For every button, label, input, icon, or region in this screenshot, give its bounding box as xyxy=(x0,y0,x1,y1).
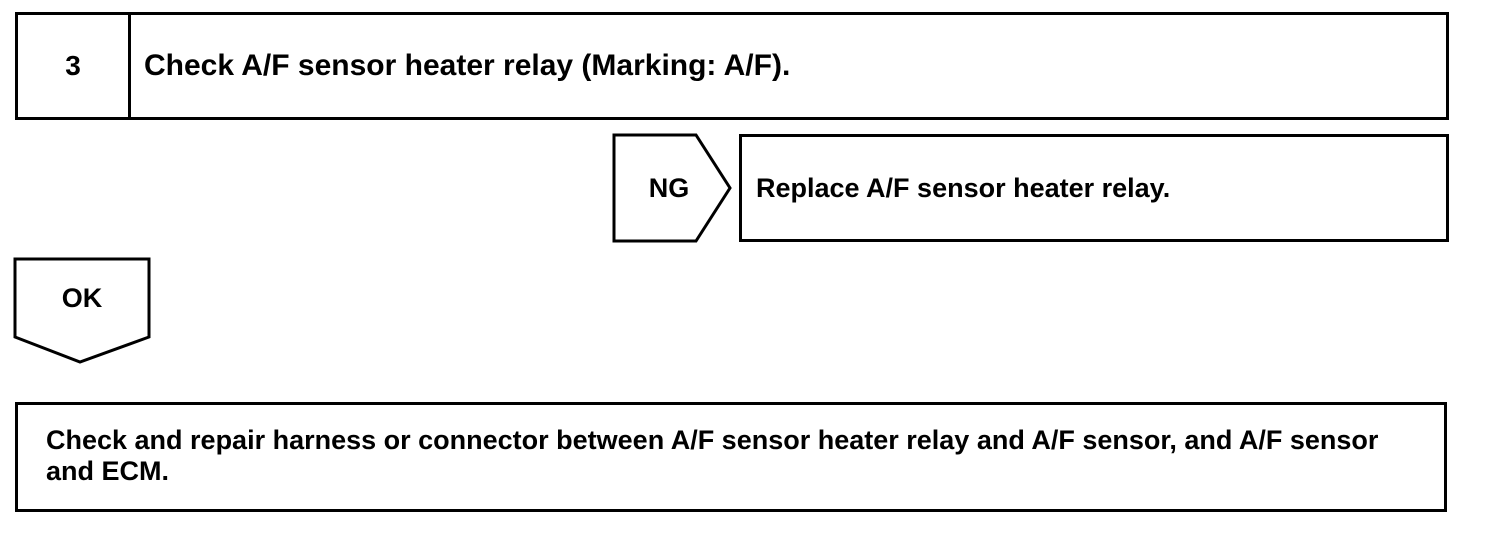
final-step-box: Check and repair harness or connector be… xyxy=(15,402,1447,512)
step-divider xyxy=(128,15,131,117)
ok-label: OK xyxy=(61,282,103,313)
ng-label: NG xyxy=(648,172,690,203)
step-box: 3 Check A/F sensor heater relay (Marking… xyxy=(15,12,1449,120)
ng-action-box: Replace A/F sensor heater relay. xyxy=(739,134,1449,242)
ng-action-text: Replace A/F sensor heater relay. xyxy=(756,172,1171,203)
step-title: Check A/F sensor heater relay (Marking: … xyxy=(144,49,791,82)
final-step-text: Check and repair harness or connector be… xyxy=(46,425,1379,486)
step-number: 3 xyxy=(65,50,81,81)
